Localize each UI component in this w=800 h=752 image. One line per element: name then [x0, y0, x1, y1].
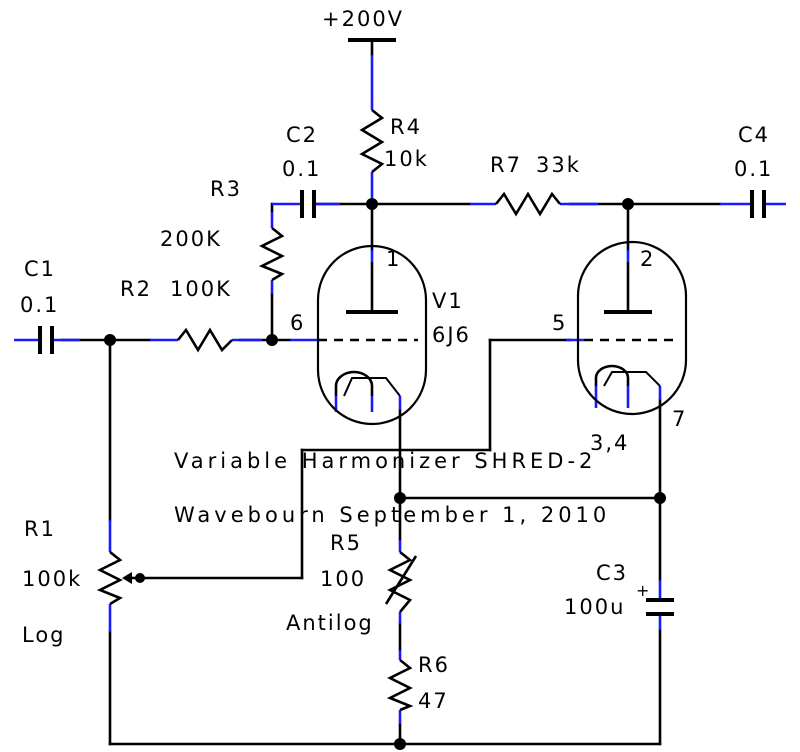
v1-ref: V1 [432, 289, 464, 313]
c3-value: 100u [564, 595, 625, 619]
c3-polarity: + [636, 581, 651, 600]
capacitor-c4 [750, 190, 766, 218]
capacitor-c1 [38, 326, 54, 354]
r1-value: 100k [22, 567, 82, 591]
capacitor-c2 [300, 190, 316, 218]
potentiometer-r1 [96, 550, 123, 606]
resistor-r2 [176, 327, 233, 353]
pin-7-label: 7 [672, 407, 687, 431]
pin-6-label: 6 [290, 311, 305, 335]
pin-5-label: 5 [552, 311, 567, 335]
r5-value: 100 [320, 567, 366, 591]
r1-ref: R1 [24, 517, 56, 541]
junctions [104, 198, 666, 750]
title-line-2: Wavebourn September 1, 2010 [174, 503, 610, 527]
component-leads [14, 55, 786, 724]
pin-1-label: 1 [386, 247, 401, 271]
title-line-1: Variable Harmonizer SHRED-2 [174, 449, 596, 473]
r6-value: 47 [418, 689, 449, 713]
r7-ref: R7 [490, 153, 522, 177]
r1-wiper-head [122, 572, 132, 584]
c3-ref: C3 [596, 561, 628, 585]
c4-ref: C4 [738, 123, 770, 147]
wiring [60, 38, 722, 746]
resistor-r6 [386, 658, 414, 712]
r6-ref: R6 [418, 653, 450, 677]
pin-34-label: 3,4 [590, 431, 629, 455]
potentiometer-r5 [387, 550, 413, 613]
resistor-r3 [258, 226, 285, 282]
r2-value: 100K [170, 277, 232, 301]
r5-variable-arrow [384, 555, 418, 605]
r2-ref: R2 [120, 277, 152, 301]
r5-taper: Antilog [286, 611, 374, 635]
r3-ref: R3 [210, 177, 242, 201]
r1-taper: Log [22, 623, 66, 647]
r4-ref: R4 [390, 115, 422, 139]
resistor-r7 [494, 191, 562, 217]
c1-value: 0.1 [20, 293, 59, 317]
c2-ref: C2 [286, 123, 318, 147]
r5-ref: R5 [330, 531, 362, 555]
pin-2-label: 2 [640, 247, 655, 271]
r3-value: 200K [160, 227, 222, 251]
r7-value: 33k [536, 153, 581, 177]
supply-label: +200V [322, 7, 404, 31]
c1-ref: C1 [24, 257, 56, 281]
resistor-r4 [359, 108, 385, 174]
c4-value: 0.1 [734, 157, 773, 181]
capacitor-c3 [646, 598, 674, 616]
tube-v2 [576, 240, 688, 416]
c2-value: 0.1 [282, 157, 321, 181]
v1-type: 6J6 [432, 323, 471, 347]
r4-value: 10k [384, 147, 429, 171]
tube-v1 [316, 244, 428, 426]
